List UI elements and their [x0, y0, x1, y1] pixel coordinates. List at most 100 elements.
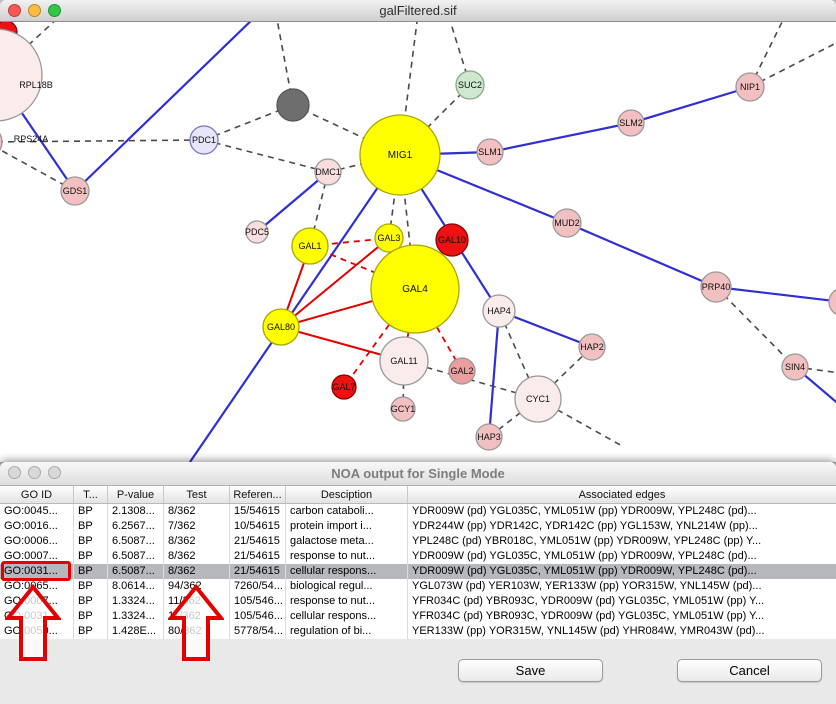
column-header-referen[interactable]: Referen...: [230, 486, 286, 503]
graph-node-HAP2[interactable]: HAP2: [578, 333, 606, 361]
graph-node-label: RPS24A: [14, 134, 49, 144]
table-cell: YDR009W (pd) YGL035C, YML051W (pp) YDR00…: [412, 505, 757, 517]
graph-edge[interactable]: [256, 171, 329, 233]
graph-node-node-right-edge[interactable]: [828, 288, 836, 316]
column-header-associated-edges[interactable]: Associated edges: [578, 488, 666, 501]
graph-node-GAL11[interactable]: GAL11: [379, 336, 429, 386]
table-cell: BP: [74, 549, 108, 564]
graph-node-label: GAL3: [377, 233, 400, 243]
column-header-p-value[interactable]: P-value: [108, 486, 164, 503]
graph-node-DMC1[interactable]: DMC1: [314, 158, 342, 186]
close-button[interactable]: [8, 4, 21, 17]
graph-edge[interactable]: [343, 288, 416, 388]
network-window-title: galFiltered.sif: [379, 3, 457, 18]
table-row[interactable]: GO:0007...BP1.3324...11/362105/546...res…: [0, 594, 836, 609]
graph-node-PDC1[interactable]: PDC1: [189, 125, 219, 155]
graph-node-GAL3[interactable]: GAL3: [374, 223, 404, 253]
annotation-highlight-box: [1, 561, 71, 581]
graph-edge[interactable]: [309, 245, 416, 290]
table-row[interactable]: GO:0050...BP1.428E...80/3625778/54...reg…: [0, 624, 836, 639]
graph-node-label: PDC1: [192, 135, 216, 145]
graph-edge[interactable]: [0, 139, 205, 143]
graph-edge[interactable]: [203, 139, 329, 173]
graph-node-SUC2[interactable]: SUC2: [455, 70, 485, 100]
zoom-button[interactable]: [48, 466, 61, 479]
graph-edge[interactable]: [630, 85, 751, 125]
table-cell: 21/54615: [230, 549, 286, 564]
graph-edge[interactable]: [74, 13, 259, 192]
graph-node-GAL10[interactable]: GAL10: [435, 223, 469, 257]
table-cell: 105/546...: [230, 594, 286, 609]
noa-window-title-bar[interactable]: NOA output for Single Mode: [0, 462, 836, 486]
graph-node-GAL7[interactable]: GAL7: [331, 374, 357, 400]
graph-node-PRP40[interactable]: PRP40: [700, 271, 732, 303]
graph-node-label: SLM2: [619, 118, 643, 128]
graph-node-SLM1[interactable]: SLM1: [476, 138, 504, 166]
table-cell: GO:0016...: [0, 519, 74, 534]
graph-node-HAP3[interactable]: HAP3: [475, 423, 503, 451]
cancel-button[interactable]: Cancel: [677, 659, 822, 682]
close-button[interactable]: [8, 466, 21, 479]
graph-edge[interactable]: [749, 38, 836, 88]
annotation-arrow-test: [168, 584, 224, 661]
table-cell: 1.3324...: [108, 594, 164, 609]
column-header-go-id[interactable]: GO ID: [0, 486, 74, 503]
table-cell: YPL248C (pd) YBR018C, YML051W (pp) YDR00…: [412, 535, 762, 547]
graph-node-label: GAL2: [450, 366, 473, 376]
table-cell: protein import i...: [286, 519, 408, 534]
graph-node-GAL80[interactable]: GAL80: [262, 308, 300, 346]
graph-node-GDS1[interactable]: GDS1: [60, 176, 90, 206]
graph-edge[interactable]: [566, 221, 717, 289]
graph-node-MUD2[interactable]: MUD2: [552, 208, 582, 238]
zoom-button[interactable]: [48, 4, 61, 17]
graph-node-HAP4[interactable]: HAP4: [482, 294, 516, 328]
column-header-test[interactable]: Test: [164, 486, 230, 503]
table-cell: BP: [74, 579, 108, 594]
graph-node-RPS24A[interactable]: RPS24A: [0, 126, 48, 158]
graph-node-MIG1[interactable]: MIG1: [359, 114, 441, 196]
column-header-desciption[interactable]: Desciption: [286, 486, 408, 503]
graph-node-label: HAP4: [487, 306, 511, 316]
graph-edge[interactable]: [489, 121, 632, 154]
table-cell: GO:0006...: [0, 534, 74, 549]
graph-node-CYC1[interactable]: CYC1: [514, 375, 562, 423]
table-row[interactable]: GO:0031...BP1.3324...11/362105/546...cel…: [0, 609, 836, 624]
minimize-button[interactable]: [28, 466, 41, 479]
graph-node-GCY1[interactable]: GCY1: [390, 396, 416, 422]
graph-edge[interactable]: [715, 286, 796, 368]
graph-edge[interactable]: [487, 310, 501, 438]
graph-edge[interactable]: [292, 104, 401, 156]
graph-node-PDC5[interactable]: PDC5: [245, 220, 269, 244]
table-cell: 105/546...: [230, 609, 286, 624]
graph-edge[interactable]: [189, 154, 401, 462]
column-header-t[interactable]: T...: [74, 486, 108, 503]
graph-node-node-gray[interactable]: [276, 88, 310, 122]
table-cell: YDR009W (pd) YGL035C, YML051W (pp) YDR00…: [412, 550, 757, 562]
minimize-button[interactable]: [28, 4, 41, 17]
graph-node-SIN4[interactable]: SIN4: [781, 353, 809, 381]
network-window-title-bar[interactable]: galFiltered.sif: [0, 0, 836, 22]
save-button[interactable]: Save: [458, 659, 603, 682]
graph-edge[interactable]: [715, 285, 836, 303]
graph-node-NIP1[interactable]: NIP1: [735, 72, 765, 102]
table-cell: YDR009W (pd) YGL035C, YML051W (pp) YDR00…: [412, 565, 757, 577]
graph-node-label: HAP2: [580, 342, 604, 352]
graph-node-GAL4[interactable]: GAL4: [370, 244, 460, 334]
graph-node-label: GAL11: [390, 356, 417, 366]
graph-node-SLM2[interactable]: SLM2: [617, 109, 645, 137]
graph-edge[interactable]: [0, 142, 76, 192]
graph-edge[interactable]: [794, 366, 836, 374]
graph-node-GAL1[interactable]: GAL1: [291, 227, 329, 265]
graph-node-GAL2[interactable]: GAL2: [448, 357, 476, 385]
table-cell: 2.1308...: [108, 504, 164, 519]
graph-edge[interactable]: [280, 237, 390, 328]
graph-node-RPL18B[interactable]: RPL18B: [0, 28, 53, 122]
